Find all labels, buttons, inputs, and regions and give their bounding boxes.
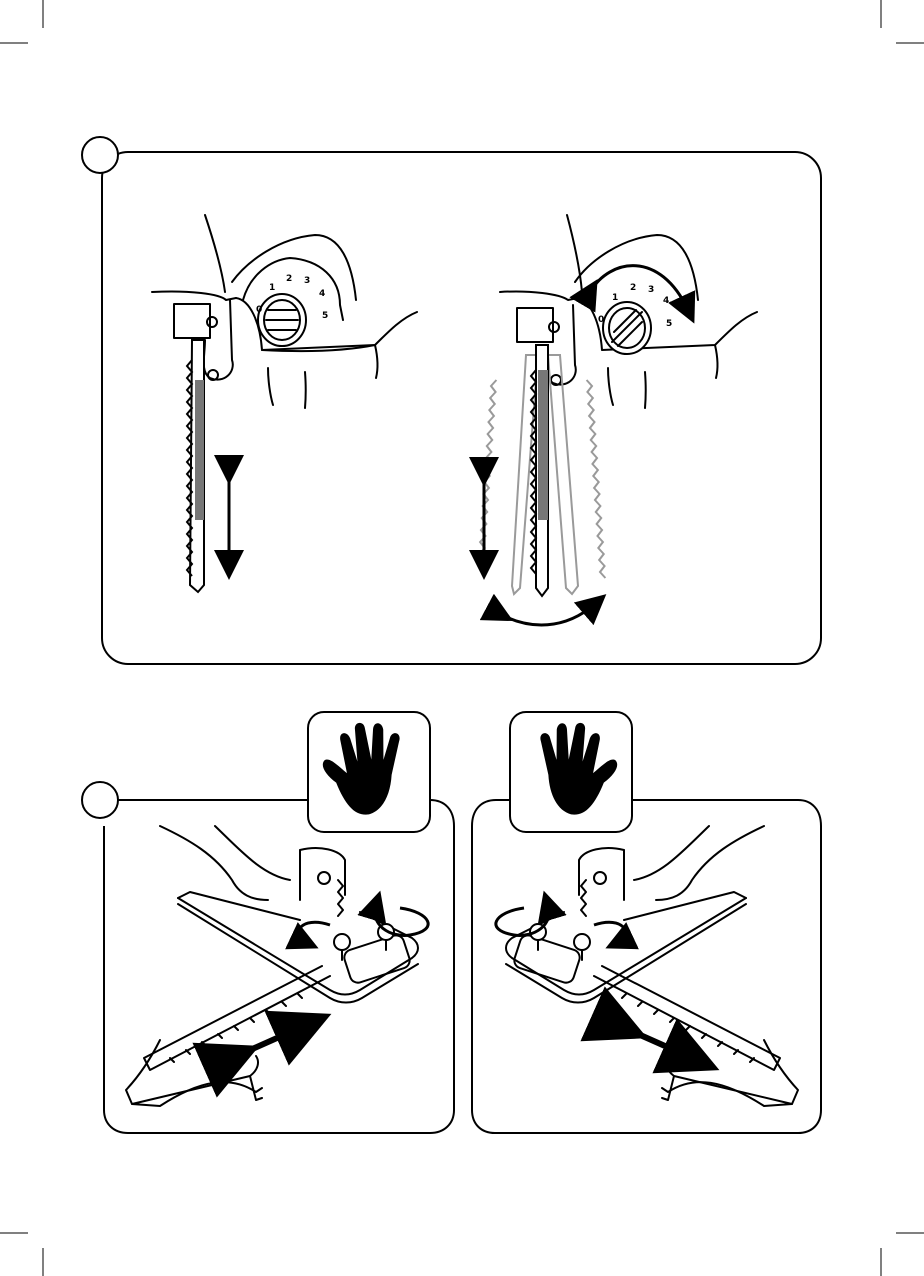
saw-blade-left	[187, 340, 204, 592]
svg-text:0: 0	[598, 315, 604, 325]
svg-text:5: 5	[666, 319, 672, 329]
svg-text:0: 0	[256, 305, 262, 315]
slide-arrow-left	[232, 1026, 304, 1058]
svg-text:3: 3	[304, 276, 310, 286]
rotate-arrow-right-bolt-a	[594, 922, 626, 942]
svg-text:3: 3	[648, 285, 654, 295]
svg-text:4: 4	[663, 296, 669, 306]
svg-text:1: 1	[612, 293, 618, 303]
svg-text:2: 2	[286, 274, 292, 284]
saw-blade-ghost-right	[548, 355, 605, 594]
jigsaw-base-right	[506, 826, 798, 1106]
step-badge-2	[82, 782, 118, 818]
hand-icon-box-left	[308, 712, 430, 832]
slide-arrow-right	[620, 1026, 692, 1058]
jigsaw-base-left	[126, 826, 418, 1106]
dial-rotate-arrow	[590, 266, 688, 310]
hand-icon-box-right	[510, 712, 632, 832]
saw-blade-ghost-left	[478, 355, 538, 594]
svg-text:5: 5	[322, 311, 328, 321]
saw-blade-right	[531, 345, 548, 596]
svg-text:4: 4	[319, 289, 325, 299]
svg-text:2: 2	[630, 283, 636, 293]
svg-text:1: 1	[269, 283, 275, 293]
rotate-arrow-left-bolt-a	[298, 922, 330, 942]
figure-2-left-panel	[82, 782, 454, 1133]
orbital-motion-arrow	[500, 604, 595, 625]
step-badge-1	[82, 137, 118, 173]
